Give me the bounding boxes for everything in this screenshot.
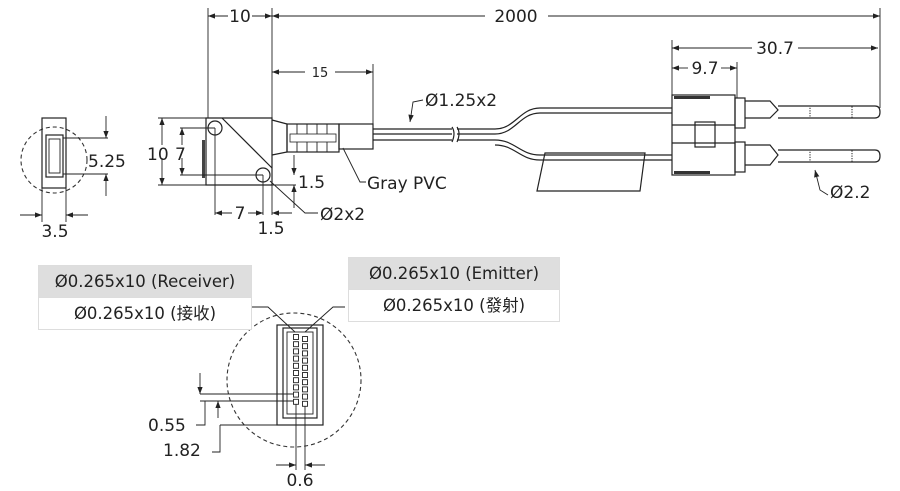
front-view: 5.25 3.5 xyxy=(20,116,126,242)
receiver-fiber xyxy=(293,334,299,340)
emitter-title: Ø0.265x10 (Emitter) xyxy=(349,258,559,289)
dim-fiber-pitch: 0.55 xyxy=(148,416,186,436)
emitter-fiber xyxy=(302,393,308,400)
cable-diameter-label: Ø1.25x2 xyxy=(425,91,497,111)
sensor-head: 10 7 1.5 7 1.5 Ø2x2 xyxy=(147,117,365,239)
cable: Ø1.25x2 Gray PVC xyxy=(342,91,672,194)
fiber-array xyxy=(293,334,308,407)
receiver-fiber xyxy=(293,384,299,391)
emitter-fiber xyxy=(302,386,308,393)
emitter-fiber xyxy=(302,343,308,350)
cable-boot xyxy=(271,119,374,156)
dim-pin-diameter: Ø2.2 xyxy=(830,183,870,203)
dim-column-spacing: 0.6 xyxy=(286,471,313,491)
receiver-fiber xyxy=(293,377,299,384)
dim-connector-length: 30.7 xyxy=(756,39,794,59)
dim-front-height: 5.25 xyxy=(88,152,126,172)
connector: 30.7 9.7 Ø2.2 xyxy=(671,39,881,203)
detail-view: 0.55 1.82 0.6 xyxy=(148,306,362,491)
dim-hole-offset-h: 1.5 xyxy=(257,219,284,239)
receiver-fiber xyxy=(293,398,299,405)
emitter-fiber xyxy=(302,372,308,378)
receiver-subtitle: Ø0.265x10 (接收) xyxy=(39,297,251,329)
emitter-label-box: Ø0.265x10 (Emitter) Ø0.265x10 (發射) xyxy=(348,257,560,322)
receiver-fiber xyxy=(293,341,299,348)
receiver-fiber xyxy=(293,362,299,369)
dimension-top: 10 2000 15 xyxy=(207,7,881,165)
emitter-fiber xyxy=(302,336,308,342)
dim-head-height: 10 xyxy=(147,145,169,165)
emitter-subtitle: Ø0.265x10 (發射) xyxy=(349,289,559,321)
dim-hole-diameter: Ø2x2 xyxy=(320,205,365,225)
dim-connector-body: 9.7 xyxy=(691,59,718,79)
dim-hole-offset-v: 1.5 xyxy=(298,173,325,193)
dim-hole-pitch-h: 7 xyxy=(235,204,246,224)
emitter-fiber xyxy=(302,350,308,357)
dim-boot-length: 15 xyxy=(312,66,329,81)
dim-head-length: 10 xyxy=(229,7,251,27)
receiver-fiber xyxy=(293,370,299,376)
receiver-fiber xyxy=(293,391,299,398)
receiver-title: Ø0.265x10 (Receiver) xyxy=(39,266,251,297)
emitter-fiber xyxy=(302,357,308,364)
cable-material-label: Gray PVC xyxy=(367,174,447,194)
dim-cable-length: 2000 xyxy=(494,7,537,27)
dim-front-width: 3.5 xyxy=(41,222,68,242)
emitter-fiber xyxy=(302,379,308,386)
receiver-fiber xyxy=(293,348,299,355)
dim-fiber-offset: 1.82 xyxy=(163,441,201,461)
receiver-label-box: Ø0.265x10 (Receiver) Ø0.265x10 (接收) xyxy=(38,265,252,330)
receiver-fiber xyxy=(293,355,299,362)
dim-hole-pitch-v: 7 xyxy=(175,145,186,165)
emitter-fiber xyxy=(302,400,308,407)
emitter-fiber xyxy=(302,364,308,371)
